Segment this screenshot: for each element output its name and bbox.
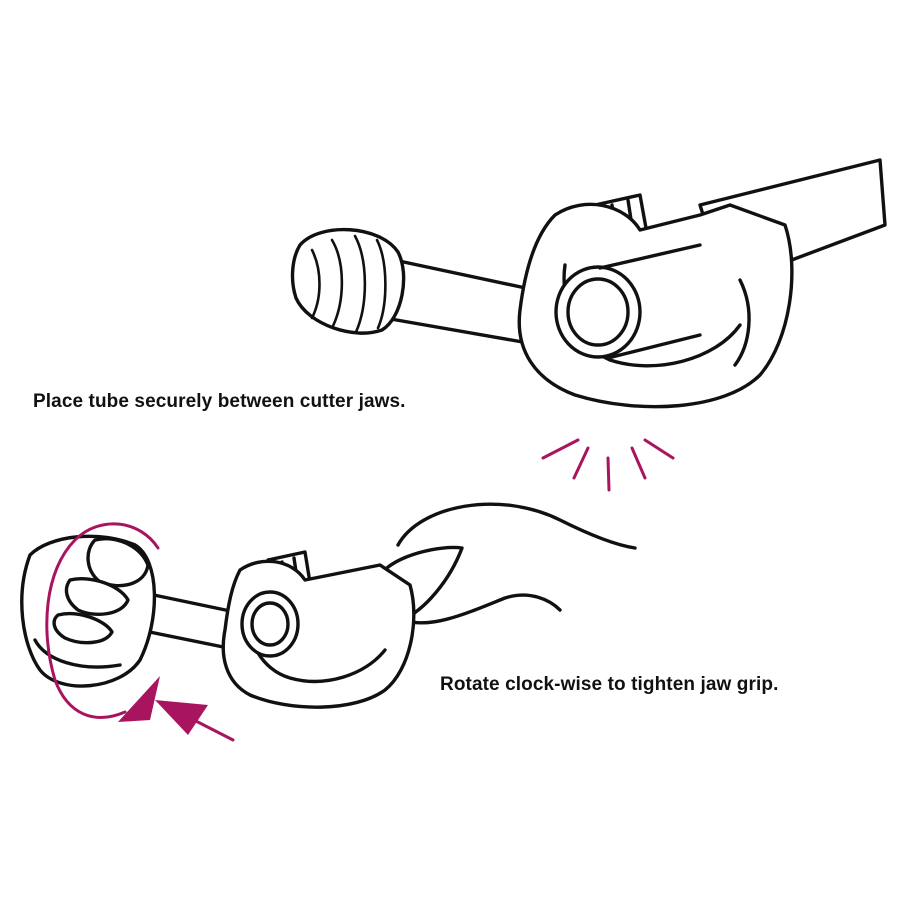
step1-caption: Place tube securely between cutter jaws. (33, 391, 406, 412)
right-hand-outline (396, 502, 637, 550)
impact-lines-icon (541, 438, 675, 492)
left-hand-on-knob (20, 534, 157, 688)
step2-caption: Rotate clock-wise to tighten jaw grip. (440, 674, 779, 695)
tube-end-inner (566, 277, 630, 347)
direction-arrow-icon (155, 700, 235, 742)
tube-cutter-with-tube-icon (290, 158, 887, 409)
feed-shaft (383, 256, 542, 347)
knurled-knob-icon (290, 227, 406, 335)
hand-turning-cutter-knob-icon (20, 502, 637, 709)
clockwise-rotation-arrow-icon (45, 522, 160, 722)
